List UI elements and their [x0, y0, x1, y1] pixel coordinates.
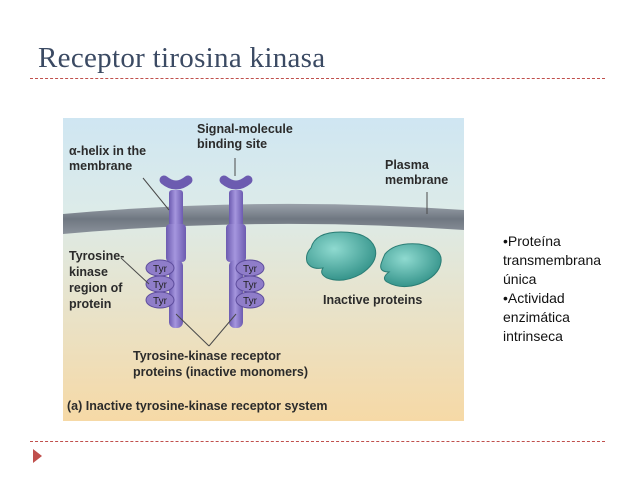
figure-caption: (a) Inactive tyrosine-kinase receptor sy… [67, 399, 328, 413]
tyr-label-right-3: Tyr [243, 296, 258, 307]
bullet-line: intrinseca [503, 328, 563, 344]
label-receptor-2: proteins (inactive monomers) [133, 365, 308, 379]
label-inactive-proteins: Inactive proteins [323, 293, 422, 307]
footer-divider [30, 441, 605, 442]
bullet-line: única [503, 271, 537, 287]
plasma-membrane [63, 203, 464, 234]
label-alpha-helix-2: membrane [69, 159, 132, 173]
tyr-label-left-3: Tyr [153, 296, 168, 307]
bullet-line: enzimática [503, 309, 570, 325]
tyr-label-right-1: Tyr [243, 264, 258, 275]
receptor-monomer-right [219, 175, 265, 328]
inactive-protein-2 [380, 243, 442, 288]
label-tk-region-1: Tyrosine- [69, 249, 124, 263]
slide-title: Receptor tirosina kinasa [38, 42, 326, 74]
bullet-line: •Proteína [503, 233, 561, 249]
label-alpha-helix-1: α-helix in the [69, 144, 146, 158]
label-tk-region-4: protein [69, 297, 111, 311]
bullet-line: •Actividad [503, 290, 565, 306]
inactive-protein-1 [306, 231, 377, 281]
label-tk-region-3: region of [69, 281, 123, 295]
tyr-label-right-2: Tyr [243, 280, 258, 291]
bullet-line: transmembrana [503, 252, 602, 268]
footer-arrow-icon [33, 449, 42, 463]
leader-lines [120, 158, 428, 347]
label-receptor-1: Tyrosine-kinase receptor [133, 349, 281, 363]
tyr-label-left-2: Tyr [153, 280, 168, 291]
receptor-diagram: Tyr Tyr Tyr Tyr Tyr Tyr α-helix in the m… [63, 118, 464, 421]
receptor-monomer-left [145, 175, 193, 328]
bullet-list: •Proteína transmembrana única •Actividad… [503, 232, 601, 346]
title-divider [30, 78, 605, 79]
label-signal-2: binding site [197, 137, 267, 151]
label-tk-region-2: kinase [69, 265, 108, 279]
label-plasma-1: Plasma [385, 158, 430, 172]
label-signal-1: Signal-molecule [197, 122, 293, 136]
label-plasma-2: membrane [385, 173, 448, 187]
tyr-label-left-1: Tyr [153, 264, 168, 275]
